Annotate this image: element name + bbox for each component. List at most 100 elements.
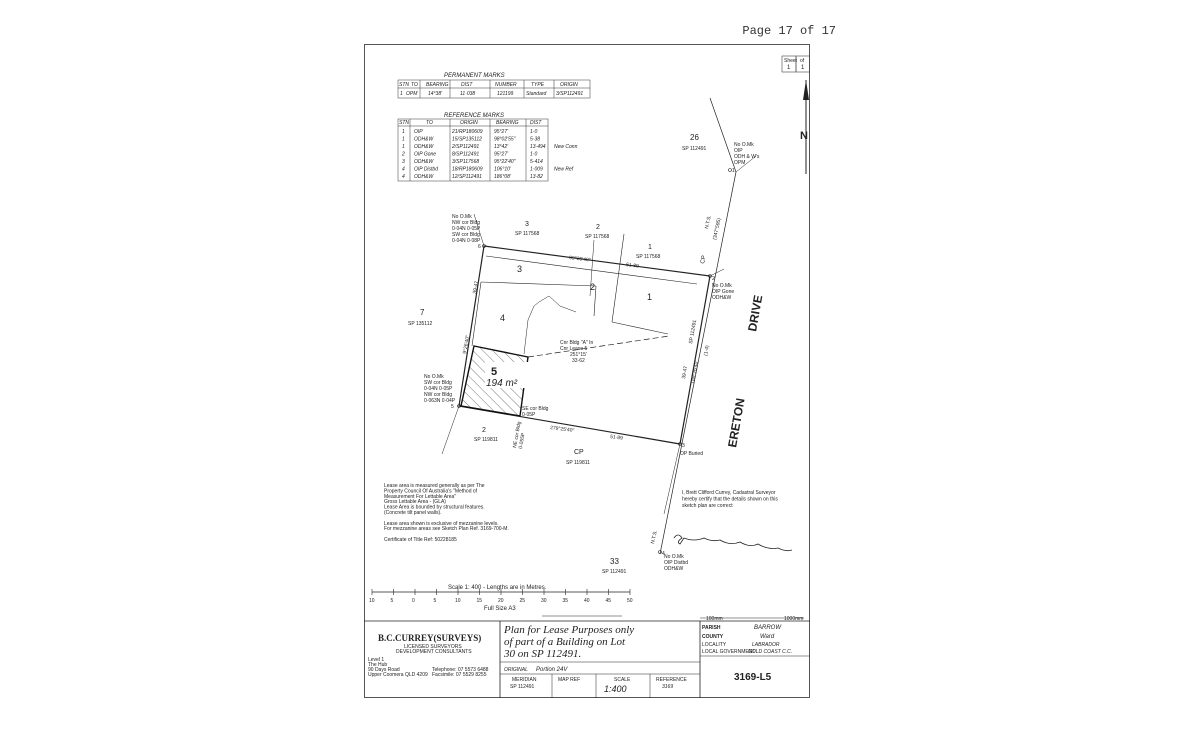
title-block: B.C.CURREY(SURVEYS) LICENSED SURVEYORS D… <box>364 620 810 698</box>
full-size-label: Full Size A3 <box>484 606 516 612</box>
station-3: 3 <box>682 443 685 449</box>
meridian-value: SP 112491 <box>510 684 535 690</box>
lease-number: 5 <box>491 366 497 378</box>
scale-tick-label: 35 <box>563 598 569 604</box>
pm-header-bearing: BEARING <box>426 82 449 88</box>
lot-7-plan: SP 135112 <box>408 321 433 327</box>
rm-cell: 106°10' <box>494 167 512 173</box>
parish-value: BARROW <box>754 625 782 631</box>
rm-header-origin: ORIGIN <box>460 120 478 126</box>
pm-header-dist: DIST <box>461 82 473 88</box>
rm-cell: 95°27' <box>494 152 509 158</box>
survey-plan-drawing: Sheet 1 of 1 N PERMANENT MARKS STN TO BE… <box>364 44 810 698</box>
north-label: N <box>800 130 808 142</box>
boundary-dimensions: 99°26'40" 51·89 279°25'40" 51·89 39·47 9… <box>462 215 723 545</box>
top-distance: 51·89 <box>626 262 640 270</box>
reference-value: 3169 <box>662 684 673 690</box>
bottom-bearing: 279°25'40" <box>550 425 575 434</box>
station-4: 4 <box>662 551 665 557</box>
station-2-note: No O.Mk OIP Gone ODH&W <box>712 283 736 301</box>
rm-header-dist: DIST <box>530 120 542 126</box>
scale-caption: Scale 1: 400 - Lengths are in Metres. <box>448 585 547 591</box>
building-a-note: Cnr Bldg "A" In Cnr Lease 5 251°15' 33·6… <box>560 340 595 364</box>
nts-top: N.T.S. <box>704 215 713 230</box>
sheet-border <box>364 44 810 698</box>
rm-cell: 15/SP135112 <box>452 137 482 143</box>
pm-cell: 11·038 <box>460 91 475 97</box>
firm-subtitle-1: LICENSED SURVEYORS <box>404 644 462 650</box>
lot-3: 3 <box>525 221 529 228</box>
rm-cell: ODH&W <box>414 174 434 180</box>
firm-fax: Facsimile: 07 5529 8255 <box>432 672 487 678</box>
scale-tick-label: 30 <box>541 598 547 604</box>
rm-cell: 8/SP112491 <box>452 152 479 158</box>
sheet-label: Sheet <box>784 58 798 64</box>
rm-header-stn: STN <box>399 120 409 126</box>
lot-2-south-plan: SP 119811 <box>474 437 498 443</box>
ne-bldg-corner-note: NE cor Bldg 0·055P <box>512 420 529 450</box>
pm-cell: 14°38' <box>428 91 443 97</box>
county-value: Ward <box>760 634 775 640</box>
scale-tick-label: 5 <box>391 598 394 604</box>
nts-bottom: N.T.S. <box>650 530 659 545</box>
bottom-distance: 51·89 <box>610 434 624 442</box>
right-bearing: 189°26'40" <box>690 359 700 384</box>
scale-bar: Scale 1: 400 - Lengths are in Metres. 10… <box>369 585 804 622</box>
reference-label: REFERENCE <box>656 677 688 683</box>
se-corner-note: SE cor Bldg 0·05P <box>522 406 550 418</box>
rm-cell: 3 <box>402 159 405 165</box>
top-bearing: 99°26'40" <box>569 255 591 264</box>
scale-value: 1:400 <box>604 684 627 694</box>
lease-area-value: 194 m² <box>486 378 518 389</box>
lot-7: 7 <box>420 308 425 317</box>
scale-tick-label: 25 <box>520 598 526 604</box>
rm-note: New Conn <box>554 144 578 150</box>
lga-label: LOCAL GOVERNMENT <box>702 649 755 655</box>
parish-label: PARISH <box>702 625 721 631</box>
rm-header-to: TO <box>426 120 433 126</box>
rm-cell: 95°27' <box>494 129 509 135</box>
rm-cell: 2/SP112491 <box>451 144 479 150</box>
rm-cell: 4 <box>402 167 405 173</box>
station-1: 1 <box>732 168 735 174</box>
mm-scale-left: 100mm <box>706 616 723 622</box>
plan-number: 3169-L5 <box>734 672 772 683</box>
lease-label-bg <box>485 362 531 388</box>
rm-note: New Ref <box>554 167 574 173</box>
building-unit-3: 3 <box>517 264 522 274</box>
lga-value: GOLD COAST C.C. <box>748 649 792 655</box>
scale-label: SCALE <box>614 677 631 683</box>
lot-labels: 26 SP 112491 3 SP 117568 2 SP 117568 1 S… <box>408 133 708 575</box>
scale-tick-label: 15 <box>477 598 483 604</box>
reference-marks-table: REFERENCE MARKS STN TO ORIGIN BEARING DI… <box>397 113 578 182</box>
rm-cell: 12/SP112491 <box>452 174 482 180</box>
station-4-note: No O.Mk OIP Distbd ODH&W <box>664 554 689 572</box>
locality-label: LOCALITY <box>702 642 727 648</box>
sheet-of-box <box>795 55 810 73</box>
lot-26: 26 <box>690 133 699 142</box>
right-plan-ref: SP 112491 <box>688 319 698 344</box>
lease-notes: Lease area is measured generally as per … <box>384 483 509 543</box>
rm-cell: 13°42' <box>494 144 509 150</box>
left-distance: 39·47 <box>472 280 480 294</box>
permanent-marks-title: PERMANENT MARKS <box>444 73 505 79</box>
scale-tick-label: 50 <box>627 598 633 604</box>
lot-3-plan: SP 117568 <box>515 231 540 237</box>
station-3-note: OP Buried <box>680 451 703 457</box>
pm-header-to: TO <box>411 82 418 88</box>
building-unit-1: 1 <box>647 292 652 302</box>
page-number-label: Page 17 of 17 <box>742 24 836 38</box>
rm-cell: ODH&W <box>414 144 434 150</box>
rm-cell: 13·82 <box>530 174 543 180</box>
lot-1: 1 <box>648 244 652 251</box>
scale-tick-label: 10 <box>455 598 461 604</box>
rm-cell: 98°02'55" <box>494 137 516 143</box>
lot-33-plan: SP 112491 <box>602 569 627 575</box>
rm-cell: OIP Gone <box>414 152 436 158</box>
station-5: 5 <box>451 404 454 410</box>
pm-cell: 3/SP112491 <box>556 91 583 97</box>
rm-cell: 95°22'40" <box>494 159 516 165</box>
corner-notes: No O.Mk NW cor Bldg 0·04N 0·05P SW cor B… <box>424 142 760 572</box>
